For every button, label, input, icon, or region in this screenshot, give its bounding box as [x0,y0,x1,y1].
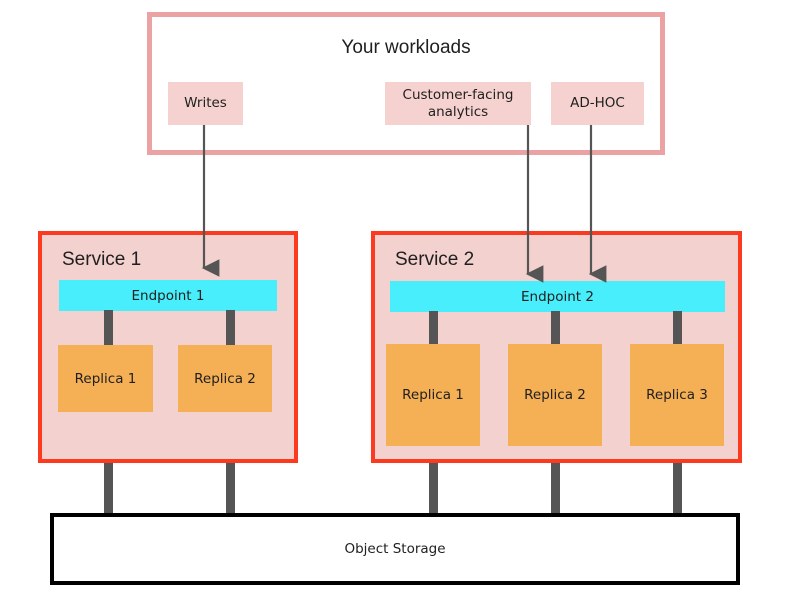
connector-endpoint2-to-replica3 [673,311,682,347]
endpoint-1[interactable]: Endpoint 1 [59,280,277,311]
workload-chip-adhoc[interactable]: AD-HOC [551,82,644,125]
service-1-title: Service 1 [62,249,142,270]
service-1-replica-1[interactable]: Replica 1 [58,345,153,412]
service-2-replica-3[interactable]: Replica 3 [630,344,724,446]
connector-endpoint1-to-replica1 [104,310,113,348]
connector-s2-replica2-to-storage [551,442,560,517]
workload-chip-writes[interactable]: Writes [168,82,243,125]
object-storage-box: Object Storage [50,513,740,585]
service-2-replica-1[interactable]: Replica 1 [386,344,480,446]
service-2-replica-2[interactable]: Replica 2 [508,344,602,446]
connector-s2-replica3-to-storage [673,442,682,517]
connector-endpoint2-to-replica1 [429,311,438,347]
service-2-title: Service 2 [395,249,475,270]
connector-endpoint1-to-replica2 [226,310,235,348]
connector-s2-replica1-to-storage [429,442,438,517]
workload-chip-analytics[interactable]: Customer-facing analytics [385,82,531,125]
workloads-title: Your workloads [341,37,471,58]
endpoint-2[interactable]: Endpoint 2 [390,281,725,312]
service-1-replica-2[interactable]: Replica 2 [178,345,272,412]
connector-endpoint2-to-replica2 [551,311,560,347]
